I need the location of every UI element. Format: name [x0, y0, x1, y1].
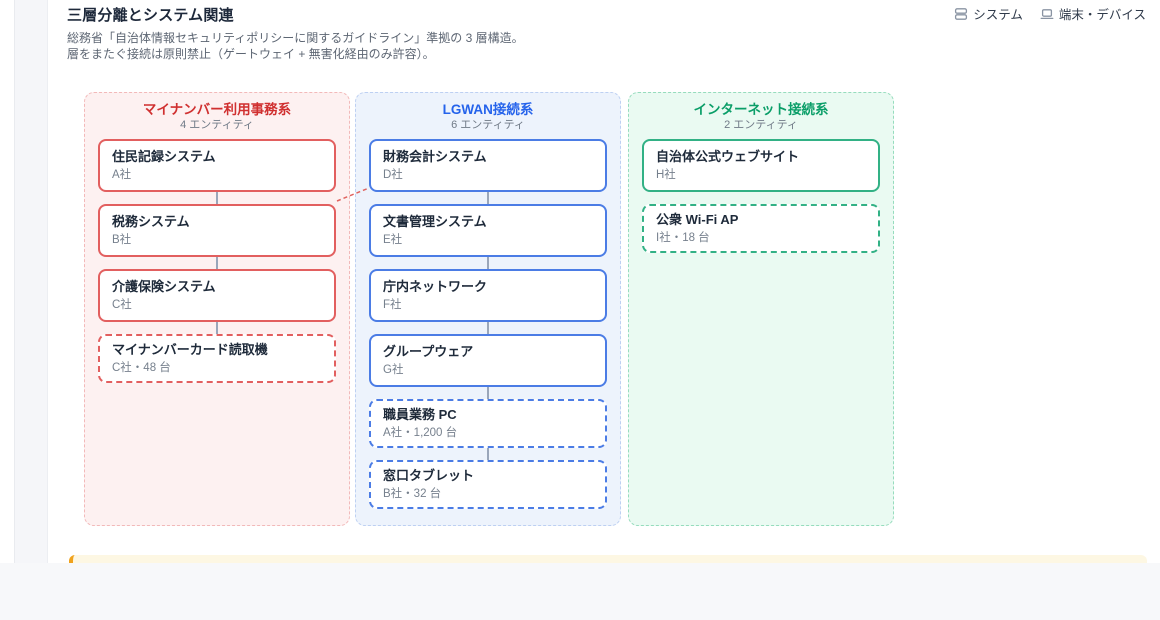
node-internal-network[interactable]: 庁内ネットワーク F社 [369, 269, 607, 322]
left-gutter [14, 0, 48, 563]
tier-header: インターネット接続系 2 エンティティ [642, 101, 880, 132]
node-title: 自治体公式ウェブサイト [656, 149, 800, 164]
device-icon [1040, 7, 1054, 21]
node-subtitle: H社 [656, 169, 676, 181]
tier-mynumber: マイナンバー利用事務系 4 エンティティ 住民記録システム A社 税務システム … [84, 92, 350, 526]
page-header: 三層分離とシステム関連 総務省「自治体情報セキュリティポリシーに関するガイドライ… [67, 7, 524, 62]
page-background-below-card [0, 563, 1160, 620]
node-title: 財務会計システム [383, 149, 487, 164]
tier-header: マイナンバー利用事務系 4 エンティティ [98, 101, 336, 132]
node-tax-system[interactable]: 税務システム B社 [98, 204, 336, 257]
connector-line [487, 448, 489, 460]
node-subtitle: B社・32 台 [383, 488, 442, 500]
node-mynumber-card-reader[interactable]: マイナンバーカード読取機 C社・48 台 [98, 334, 336, 383]
node-title: 税務システム [112, 214, 190, 229]
connector-line [216, 322, 218, 334]
node-title: 文書管理システム [383, 214, 487, 229]
node-title: マイナンバーカード読取機 [112, 342, 268, 357]
legend-item-system: システム [954, 4, 1023, 23]
connector-line [216, 192, 218, 204]
node-finance-accounting-system[interactable]: 財務会計システム D社 [369, 139, 607, 192]
tier-entity-count: 6 エンティティ [451, 119, 525, 131]
connector-line [216, 257, 218, 269]
tier-name: インターネット接続系 [693, 102, 829, 117]
node-title: グループウェア [383, 344, 474, 359]
node-title: 介護保険システム [112, 279, 216, 294]
legend-item-device: 端末・デバイス [1040, 4, 1146, 23]
page-subtitle-line2: 層をまたぐ接続は原則禁止（ゲートウェイ + 無害化経由のみ許容）。 [67, 46, 435, 61]
node-subtitle: A社・1,200 台 [383, 427, 458, 439]
spacer [642, 192, 880, 204]
node-subtitle: F社 [383, 299, 402, 311]
tier-entity-count: 4 エンティティ [180, 119, 254, 131]
tier-lgwan: LGWAN接続系 6 エンティティ 財務会計システム D社 文書管理システム E… [355, 92, 621, 526]
tier-entity-count: 2 エンティティ [724, 119, 798, 131]
node-public-wifi-ap[interactable]: 公衆 Wi-Fi AP I社・18 台 [642, 204, 880, 253]
node-staff-work-pc[interactable]: 職員業務 PC A社・1,200 台 [369, 399, 607, 448]
connector-line [487, 257, 489, 269]
node-document-management-system[interactable]: 文書管理システム E社 [369, 204, 607, 257]
node-subtitle: G社 [383, 364, 404, 376]
node-care-insurance-system[interactable]: 介護保険システム C社 [98, 269, 336, 322]
legend-label-system: システム [973, 8, 1023, 22]
node-title: 公衆 Wi-Fi AP [656, 212, 739, 227]
tier-internet: インターネット接続系 2 エンティティ 自治体公式ウェブサイト H社 公衆 Wi… [628, 92, 894, 526]
node-title: 庁内ネットワーク [383, 279, 488, 294]
node-groupware[interactable]: グループウェア G社 [369, 334, 607, 387]
tier-name: LGWAN接続系 [442, 102, 534, 117]
node-resident-record-system[interactable]: 住民記録システム A社 [98, 139, 336, 192]
node-official-website[interactable]: 自治体公式ウェブサイト H社 [642, 139, 880, 192]
node-subtitle: I社・18 台 [656, 232, 710, 244]
tier-name: マイナンバー利用事務系 [142, 102, 292, 117]
page-subtitle-line1: 総務省「自治体情報セキュリティポリシーに関するガイドライン」準拠の 3 層構造。 [67, 31, 524, 45]
connector-line [487, 387, 489, 399]
legend: システム 端末・デバイス [954, 4, 1146, 23]
node-subtitle: E社 [383, 234, 403, 246]
system-icon [954, 7, 968, 21]
node-subtitle: A社 [112, 169, 132, 181]
note-callout-top [69, 555, 1147, 563]
connector-line [487, 192, 489, 204]
connector-line [487, 322, 489, 334]
node-subtitle: B社 [112, 234, 132, 246]
node-subtitle: C社・48 台 [112, 362, 171, 374]
node-counter-tablet[interactable]: 窓口タブレット B社・32 台 [369, 460, 607, 509]
node-title: 窓口タブレット [383, 468, 475, 483]
node-subtitle: C社 [112, 299, 132, 311]
node-subtitle: D社 [383, 169, 403, 181]
node-title: 職員業務 PC [383, 407, 457, 422]
page-title: 三層分離とシステム関連 [67, 7, 234, 24]
tier-header: LGWAN接続系 6 エンティティ [369, 101, 607, 132]
node-title: 住民記録システム [112, 149, 216, 164]
legend-label-device: 端末・デバイス [1058, 8, 1146, 22]
